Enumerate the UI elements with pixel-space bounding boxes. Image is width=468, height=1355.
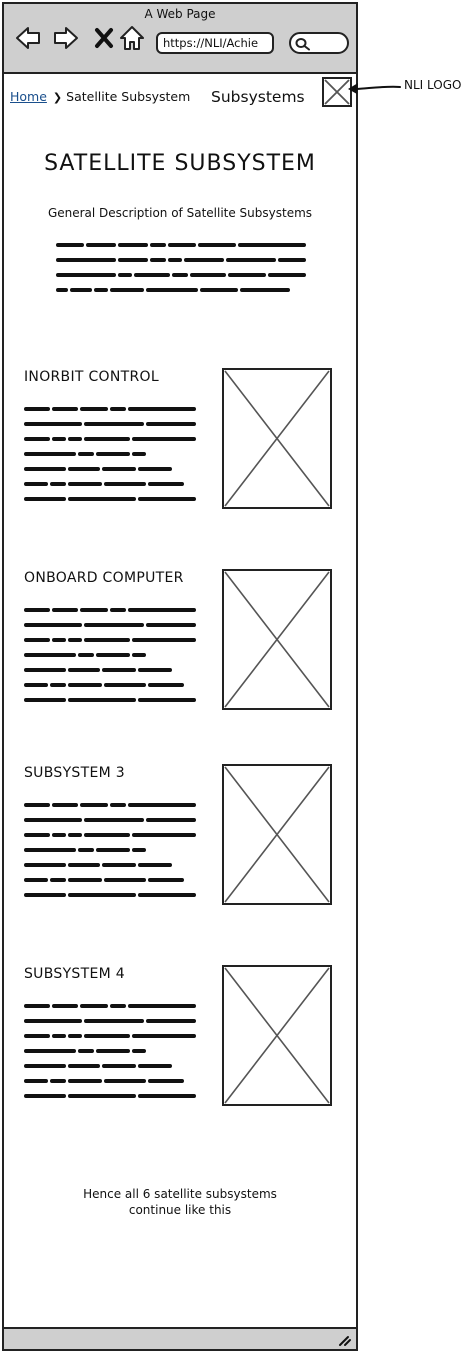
section-placeholder-text [24, 800, 199, 908]
breadcrumb-separator: ❯ [52, 91, 63, 104]
annotation-arrow-icon [348, 83, 401, 94]
section-placeholder-text [24, 1001, 199, 1109]
window-title: A Web Page [144, 7, 216, 21]
search-icon [295, 38, 310, 51]
back-arrow-icon[interactable] [14, 24, 42, 52]
image-placeholder-icon[interactable] [322, 77, 352, 107]
description-placeholder-text [56, 239, 308, 299]
section-title-subsystem-4: SUBSYSTEM 4 [24, 966, 125, 982]
address-bar[interactable]: https://NLI/Achie [156, 32, 274, 54]
section-image-placeholder [222, 569, 332, 710]
section-title-subsystem-3: SUBSYSTEM 3 [24, 765, 125, 781]
status-bar [4, 1327, 356, 1349]
section-placeholder-text [24, 404, 199, 512]
footer-note-line-2: continue like this [128, 1203, 232, 1217]
section-title-onboard-computer: ONBOARD COMPUTER [24, 570, 184, 586]
browser-title-bar: A Web Page https://NLI/Achie [4, 4, 356, 74]
search-field[interactable] [289, 32, 349, 54]
footer-note: Hence all 6 satellite subsystems continu… [64, 1186, 296, 1218]
logo-annotation-label: NLI LOGO [404, 78, 462, 92]
resize-grip-icon[interactable] [336, 1333, 352, 1347]
section-placeholder-text [24, 605, 199, 713]
forward-arrow-icon[interactable] [52, 24, 80, 52]
page-subtitle: General Description of Satellite Subsyst… [47, 206, 313, 220]
section-image-placeholder [222, 965, 332, 1106]
breadcrumb: Home ❯Satellite Subsystem [10, 89, 190, 104]
section-title-inorbit-control: INORBIT CONTROL [24, 369, 159, 385]
page-title: SATELLITE SUBSYSTEM [44, 151, 316, 176]
close-icon[interactable] [90, 24, 118, 52]
browser-window: A Web Page https://NLI/Achie Home ❯Satell… [2, 2, 358, 1351]
breadcrumb-home-link[interactable]: Home [10, 89, 47, 104]
section-image-placeholder [222, 368, 332, 509]
page-content: Home ❯Satellite Subsystem Subsystems SATE… [4, 74, 356, 1327]
footer-note-line-1: Hence all 6 satellite subsystems [83, 1187, 277, 1201]
subsystems-nav-link[interactable]: Subsystems [211, 88, 305, 106]
home-icon[interactable] [118, 24, 146, 52]
breadcrumb-current: Satellite Subsystem [66, 89, 191, 104]
section-image-placeholder [222, 764, 332, 905]
